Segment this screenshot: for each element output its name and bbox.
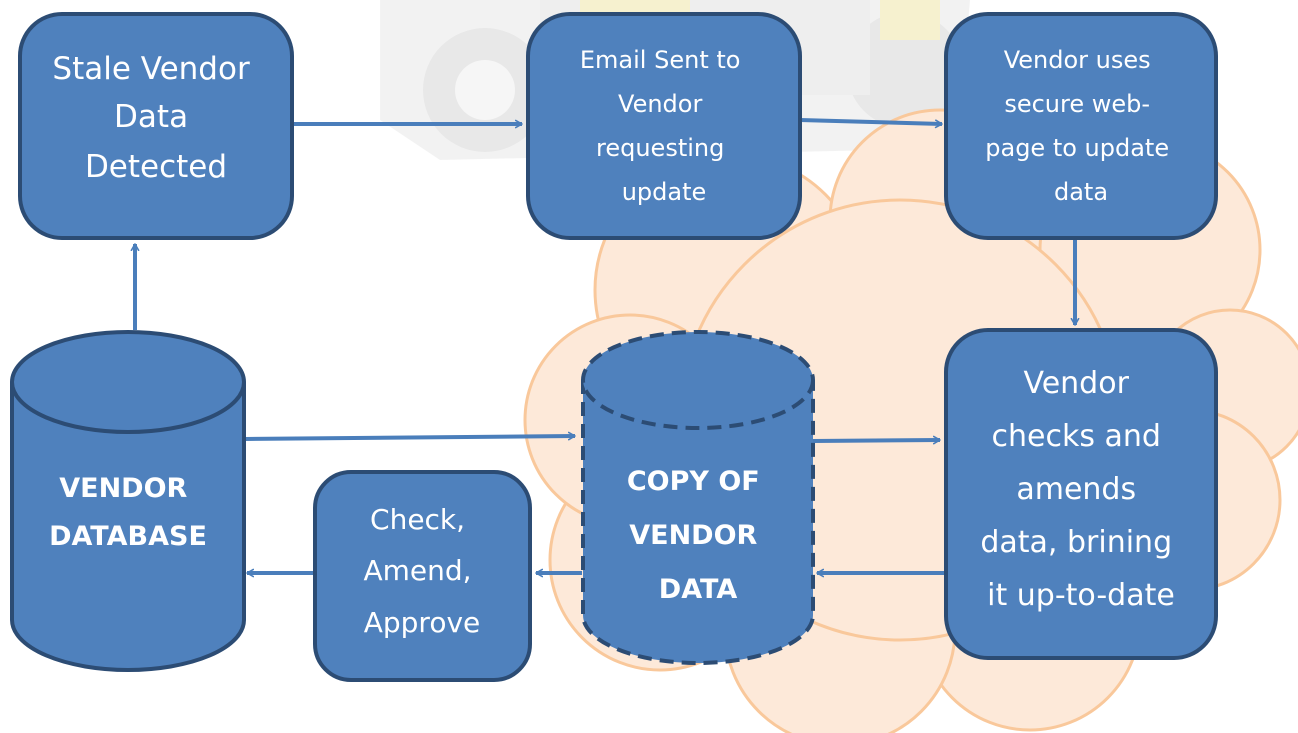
node-stale-vendor-data: Stale Vendor Data Detected — [18, 12, 294, 240]
node-amends-line-3: amends — [1016, 472, 1136, 507]
node-check-line-3: Approve — [364, 606, 481, 639]
node-secure-webpage: Vendor uses secure web- page to update d… — [944, 12, 1218, 240]
node-database-line-1: VENDOR — [59, 473, 187, 504]
node-email-line-3: requesting — [596, 134, 724, 162]
svg-text:Stale Vendor Data: Stale Vendor Data Detected — [52, 51, 259, 185]
node-check-line-1: Check, — [370, 503, 465, 536]
node-copy-line-3: DATA — [659, 574, 738, 605]
node-check-amend-approve: Check, Amend, Approve — [313, 470, 532, 682]
node-amends-line-5: it up-to-date — [987, 578, 1175, 613]
node-webpage-line-2: secure web- — [1004, 90, 1150, 118]
node-vendor-database: VENDOR DATABASE — [10, 330, 246, 672]
node-webpage-line-4: data — [1054, 178, 1108, 206]
node-email-sent: Email Sent to Vendor requesting update — [526, 12, 802, 240]
node-email-line-1: Email Sent to — [580, 46, 741, 74]
svg-text:Vendor uses secure web-: Vendor uses secure web- page to update d… — [985, 46, 1177, 206]
node-webpage-line-3: page to update — [985, 134, 1169, 162]
node-stale-line-1: Stale Vendor — [52, 51, 250, 87]
node-stale-line-3: Detected — [85, 149, 227, 185]
node-database-line-2: DATABASE — [49, 521, 207, 552]
node-webpage-line-1: Vendor uses — [1004, 46, 1151, 74]
svg-text:COPY OF VENDOR DAT: COPY OF VENDOR DATA — [627, 466, 769, 605]
node-amends-line-2: checks and — [992, 419, 1161, 454]
node-amends-line-4: data, brining — [980, 525, 1172, 560]
svg-text:VENDOR DATABASE: VENDOR DATABASE — [49, 473, 207, 552]
connectors — [130, 118, 1080, 578]
arrow-database-to-copy — [244, 431, 576, 441]
arrow-copy-to-amends — [812, 435, 941, 445]
node-copy-vendor-data: COPY OF VENDOR DATA — [581, 330, 815, 665]
node-email-line-4: update — [622, 178, 707, 206]
arrow-email-to-webpage — [799, 118, 943, 129]
node-check-line-2: Amend, — [364, 554, 472, 587]
svg-text:Check, Amend, Appr: Check, Amend, Approve — [364, 503, 481, 639]
node-vendor-checks-amends: Vendor checks and amends data, brining i… — [944, 328, 1218, 660]
node-copy-line-2: VENDOR — [629, 520, 757, 551]
node-email-line-2: Vendor — [618, 90, 702, 118]
svg-text:Email Sent to Vendor: Email Sent to Vendor requesting update — [580, 46, 748, 206]
node-stale-line-2: Data — [114, 99, 188, 135]
node-amends-line-1: Vendor — [1024, 366, 1130, 401]
svg-text:Vendor checks and: Vendor checks and amends data, brining i… — [980, 366, 1181, 613]
node-copy-line-1: COPY OF — [627, 466, 760, 497]
